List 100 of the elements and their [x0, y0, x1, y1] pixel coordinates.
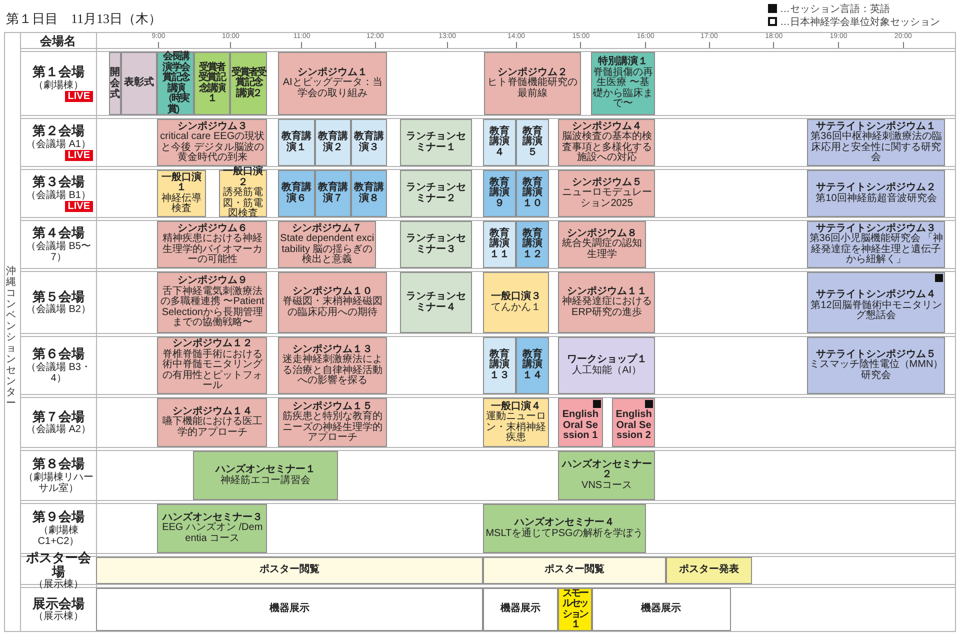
- session-box: [807, 337, 946, 394]
- session-subtitle: 第36回小児脳機能研究会 「神経発達症を神経生理と遺伝子から紐解く」: [809, 234, 944, 266]
- session-box: [278, 398, 387, 447]
- session-box: [278, 337, 387, 394]
- session-title: ランチョンセミナー３: [405, 234, 467, 255]
- session-box: [558, 337, 656, 394]
- session-box: [482, 170, 516, 217]
- session-box: [351, 170, 387, 217]
- session-box: [482, 504, 646, 553]
- session-subtitle: 脊髄損傷の再生医療 〜基礎から臨床まで〜: [592, 68, 654, 110]
- session-subtitle: 筋疾患と特別な教育的ニーズの神経生理学的アプローチ: [282, 412, 384, 444]
- session-title: サテライトシンポジウム４: [816, 290, 936, 300]
- session-subtitle: State dependent excitability 脳の揺らぎの検出と意義: [280, 234, 374, 266]
- session-box: [400, 221, 472, 268]
- session-box: [558, 398, 602, 447]
- session-title: シンポジウム８: [566, 228, 637, 239]
- session-title: ランチョンセミナー１: [405, 132, 467, 153]
- session-subtitle: ヒト脊髄機能研究の最前線: [486, 78, 578, 100]
- session-title: スモールセッション１: [561, 588, 590, 630]
- session-title: ランチョンセミナー２: [405, 183, 467, 204]
- room-location: （劇場棟 C1+C2）: [36, 524, 80, 547]
- session-box: [108, 52, 121, 115]
- session-box: [314, 119, 352, 166]
- session-title: 会長講演 学会賞 記念講演（時実賞）: [162, 52, 190, 115]
- session-box: [592, 588, 731, 631]
- session-title: シンポジウム７: [292, 224, 362, 234]
- room-location: （展示棟）: [34, 611, 84, 622]
- room-name: 第３会場: [32, 175, 84, 190]
- session-title: 教育講演６: [280, 183, 312, 204]
- room-name: 第１会場: [32, 65, 84, 80]
- session-subtitle: 第10回神経筋超音波研究会: [816, 194, 937, 204]
- session-subtitle: てんかん１: [490, 302, 541, 313]
- session-box: [96, 588, 483, 631]
- session-box: [96, 557, 483, 584]
- session-title: シンポジウム１３: [292, 344, 373, 354]
- session-title: ハンズオンセミナー１: [216, 465, 316, 475]
- room-name: ポスター会場: [25, 550, 92, 579]
- room-location: （劇場棟リハーサル室）: [22, 472, 94, 494]
- session-box: [157, 272, 268, 333]
- session-subtitle: AIとビッグデータ：当学会の取り組み: [282, 78, 384, 100]
- session-box: [157, 398, 268, 447]
- session-subtitle: 第36回中枢神経刺激療法の臨床応用と安全性に関する研究会: [810, 132, 943, 164]
- room-name: 第６会場: [32, 347, 84, 362]
- session-box: [400, 272, 472, 333]
- room-name: 第８会場: [32, 457, 84, 472]
- page-title: 第１日目 11月13日（木）: [6, 10, 162, 28]
- session-subtitle: 脊椎脊髄手術における術中脊髄モニタリングの有用性とピットフォール: [161, 350, 264, 392]
- room-name: 第４会場: [32, 226, 84, 240]
- column-header: 会場名: [39, 33, 77, 50]
- session-title: 教育講演５: [521, 126, 544, 158]
- room-location: （会議場 A2）: [26, 424, 91, 436]
- session-title: 教育講演１２: [521, 228, 544, 260]
- session-title: ポスター閲覧: [259, 565, 320, 576]
- session-title: ポスター閲覧: [544, 565, 604, 576]
- session-box: [157, 170, 206, 217]
- session-title: 受賞者受賞 記念講演２: [232, 68, 266, 100]
- room-name: 第７会場: [32, 410, 84, 424]
- session-title: 教育講演１３: [488, 350, 511, 382]
- session-box: [516, 337, 549, 394]
- session-subtitle: ニューロモデュレーション2025: [560, 188, 653, 210]
- session-title: シンポジウム１２: [172, 339, 252, 350]
- session-box: [278, 272, 387, 333]
- live-badge: LIVE: [64, 200, 93, 212]
- room-location: （会議場 B2）: [26, 304, 91, 316]
- session-title: 教育講演２: [316, 132, 350, 153]
- session-title: ハンズオンセミナー４: [514, 518, 614, 528]
- session-box: [482, 337, 516, 394]
- session-title: シンポジウム６: [177, 224, 248, 234]
- room-location: （会議場 A1）: [26, 138, 91, 150]
- session-title: シンポジウム９: [177, 276, 248, 286]
- session-box: [558, 272, 656, 333]
- session-box: [558, 451, 656, 500]
- venue-label: 沖縄コンベンションセンター: [6, 266, 16, 409]
- session-subtitle: 嚥下機能における医工学的アプローチ: [161, 417, 264, 438]
- session-title: 教育講演８: [353, 183, 385, 204]
- session-box: [400, 119, 472, 166]
- session-title: サテライトシンポジウム２: [816, 183, 936, 193]
- session-title: シンポジウム５: [572, 178, 642, 188]
- session-subtitle: 精神疾患における神経生理学的バイオマーカーの可能性: [161, 234, 264, 266]
- session-subtitle: EEG ハンズオン /Dementia コース: [161, 523, 264, 544]
- session-box: [807, 170, 946, 217]
- session-subtitle: 第12回脳脊髄術中モニタリング懇話会: [810, 300, 943, 322]
- session-subtitle: VNSコース: [582, 480, 632, 492]
- session-title: 教育講演９: [488, 178, 511, 210]
- session-title: ランチョンセミナー４: [405, 292, 467, 313]
- session-title: 教育講演４: [488, 126, 511, 158]
- session-title: 一般口演４: [490, 402, 541, 412]
- session-subtitle: 神経筋エコー講習会: [220, 476, 311, 486]
- room-location: （会議場 B1）: [26, 190, 91, 201]
- session-title: シンポジウム１４: [172, 406, 252, 417]
- room-name: 第９会場: [32, 510, 84, 524]
- session-title: 教育講演１４: [521, 350, 544, 382]
- session-subtitle: 脊磁図・末梢神経磁図の臨床応用への期待: [282, 297, 384, 318]
- session-title: ハンズオンセミナー２: [560, 460, 653, 481]
- session-subtitle: 神経伝導検査: [160, 194, 203, 214]
- session-subtitle: ミスマッチ陰性電位（MMN）研究会: [809, 360, 944, 382]
- session-box: [590, 52, 656, 115]
- session-box: [516, 119, 549, 166]
- session-box: [482, 588, 558, 631]
- session-title: 特別講演１: [598, 57, 648, 68]
